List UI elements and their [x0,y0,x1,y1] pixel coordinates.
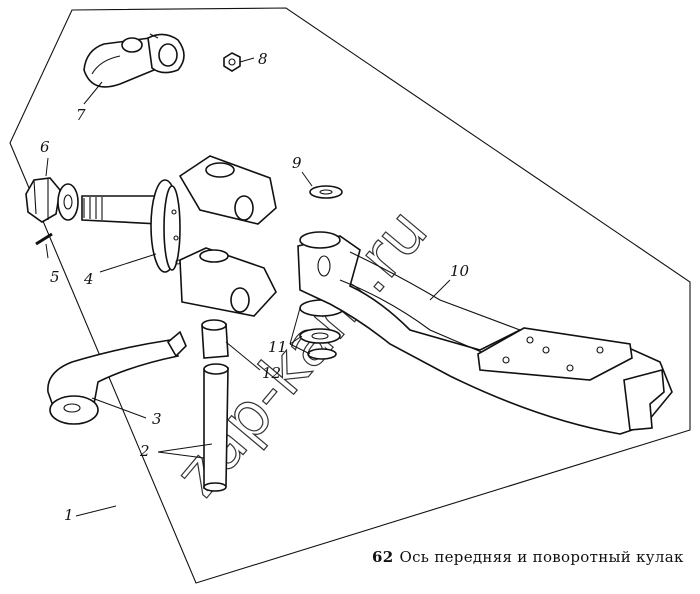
figure-title: Ось передняя и поворотный кулак [399,548,684,566]
callout-1: 1 [64,506,74,524]
callout-labels: 1 2 3 4 5 6 7 8 9 10 11 12 [40,50,470,524]
part-10-front-axle-beam [297,231,673,435]
callout-4: 4 [83,270,94,288]
part-7-tie-rod-end [83,33,185,88]
callout-6: 6 [40,138,50,156]
callout-5: 5 [50,268,60,286]
callout-2: 2 [139,442,150,460]
callout-11: 11 [268,338,287,356]
part-5-cotter-pin [35,232,53,246]
part-4-steering-knuckle [81,155,277,317]
callout-12: 12 [262,364,281,382]
part-8-nut [223,52,241,72]
part-3-steering-arm [47,330,187,425]
part-2-king-pin [203,363,229,492]
leader-lines [45,57,451,517]
callout-8: 8 [258,50,268,68]
callout-3: 3 [152,410,162,428]
callout-9: 9 [292,154,302,172]
figure-caption: 62 Ось передняя и поворотный кулак [372,548,684,566]
assembly-outline-frame [9,7,691,584]
part-6-castle-nut [25,177,79,223]
part-9-washer [309,185,343,199]
part-12-bushing [201,319,229,359]
figure-number: 62 [372,548,394,566]
callout-10: 10 [450,262,470,280]
callout-7: 7 [76,106,86,124]
